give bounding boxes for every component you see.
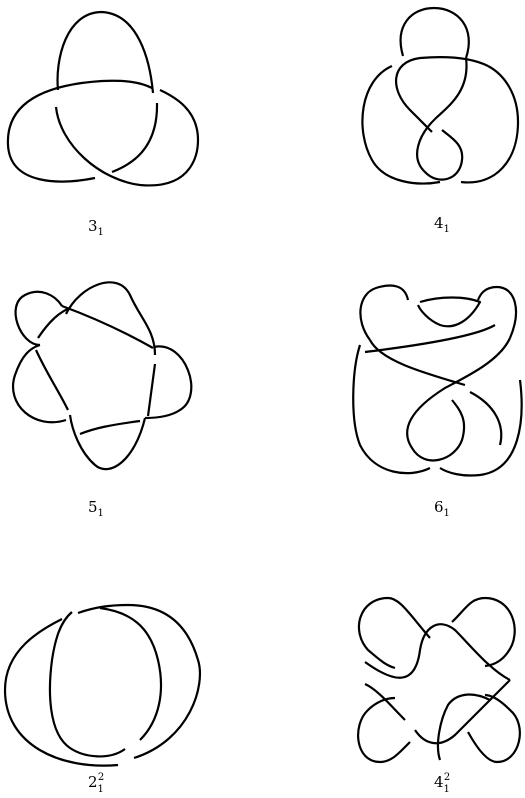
knot-label-main: 4 (434, 773, 444, 791)
knot-diagram-4-1 (361, 6, 520, 185)
knot-label-main: 3 (88, 217, 98, 235)
knot-label-sup: 2 (444, 772, 450, 783)
knot-label-6-1: 61 (434, 498, 450, 519)
knot-diagram-3-1 (6, 10, 200, 187)
knot-label-main: 2 (88, 773, 98, 791)
knot-label-4-1-2: 412 (434, 772, 450, 795)
knot-label-4-1: 41 (434, 214, 450, 235)
knot-label-sub: 1 (98, 227, 104, 238)
knot-diagram-4-1-2 (357, 596, 521, 764)
knot-label-2-1-2: 212 (88, 772, 104, 795)
knot-label-3-1: 31 (88, 217, 104, 238)
knot-diagram-6-1 (352, 284, 523, 477)
knot-label-sub: 1 (444, 508, 450, 519)
knot-label-sup: 2 (98, 772, 104, 783)
knot-label-sub: 1 (98, 508, 104, 519)
knot-diagram-2-1-2 (3, 603, 202, 767)
knot-label-main: 5 (88, 498, 98, 516)
knot-label-sub: 1 (98, 784, 104, 795)
knot-label-sub: 1 (444, 224, 450, 235)
knot-label-main: 6 (434, 498, 444, 516)
knot-diagram-5-1 (12, 281, 193, 471)
knot-label-5-1: 51 (88, 498, 104, 519)
knot-label-main: 4 (434, 214, 444, 232)
knot-label-sub: 1 (444, 784, 450, 795)
